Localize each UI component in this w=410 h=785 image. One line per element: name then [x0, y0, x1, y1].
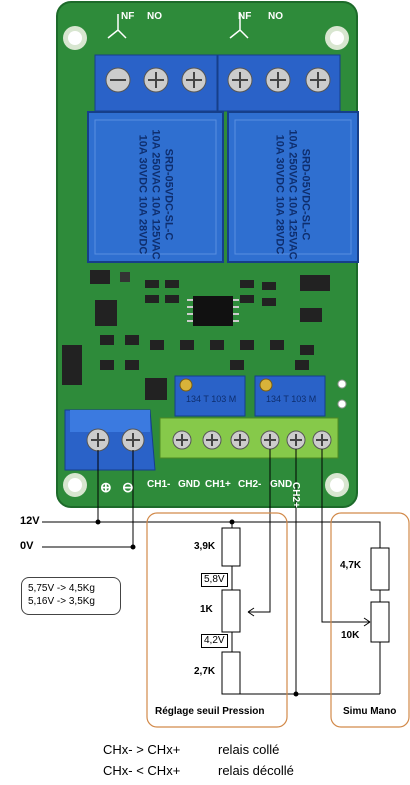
potentiometer-10k — [370, 601, 390, 643]
relay-2 — [227, 111, 359, 263]
legend-state-2: relais décollé — [218, 763, 294, 778]
mano-title: Simu Mano — [343, 706, 397, 717]
resistor-2k7 — [221, 651, 241, 695]
power-terminal — [64, 409, 156, 471]
mounting-hole — [63, 26, 87, 50]
pression-title: Réglage seuil Pression — [155, 706, 265, 717]
mounting-hole — [325, 26, 349, 50]
relay2-terminal-block — [217, 54, 341, 112]
resistor-4k7 — [370, 547, 390, 591]
relay1-marking: SRD-05VDC-SL-C 10A 250VAC 10A 125VAC 10A… — [136, 129, 175, 260]
wiring — [42, 449, 390, 697]
relay2-marking: SRD-05VDC-SL-C 10A 250VAC 10A 125VAC 10A… — [273, 129, 312, 260]
mounting-hole — [325, 473, 349, 497]
plus-mark: ⊕ — [100, 479, 112, 495]
label-v-5v8: 5,8V — [201, 573, 228, 587]
minus-mark: ⊖ — [122, 479, 134, 495]
legend-state-1: relais collé — [218, 742, 280, 757]
label-12v: 12V — [20, 515, 40, 527]
legend-expr-2: CHx- < CHx+ — [103, 763, 181, 778]
pin-ch1-minus: CH1- — [147, 479, 171, 490]
contact-label-no-2: NO — [268, 11, 283, 22]
pin-ch2-minus: CH2- — [238, 479, 262, 490]
mounting-hole — [63, 473, 87, 497]
label-pot-10k: 10K — [341, 630, 360, 641]
pression-group-box — [146, 512, 288, 728]
pin-gnd-2: GND — [270, 479, 293, 490]
contact-label-nf-2: NF — [238, 11, 252, 22]
potentiometer-1k — [221, 589, 241, 633]
comparator-ic — [187, 296, 239, 326]
smd-components — [62, 270, 330, 400]
trimmer-pot-2 — [254, 375, 326, 417]
mano-group-box — [330, 512, 410, 728]
contact-label-no-1: NO — [147, 11, 162, 22]
label-r-2k7: 2,7K — [194, 666, 216, 677]
resistor-3k9 — [221, 527, 241, 567]
label-pot-1k: 1K — [200, 604, 213, 615]
label-r-3k9: 3,9K — [194, 541, 216, 552]
label-r-4k7: 4,7K — [340, 560, 362, 571]
legend-expr-1: CHx- > CHx+ — [103, 742, 181, 757]
pin-ch1-plus: CH1+ — [205, 479, 231, 490]
pin-ch2-plus: CH2+ — [290, 482, 301, 508]
calibration-note: 5,75V -> 4,5Kg 5,16V -> 3,5Kg — [21, 577, 121, 615]
pin-gnd-1: GND — [178, 479, 201, 490]
trimmer-pot-1 — [174, 375, 246, 417]
label-0v: 0V — [20, 540, 34, 552]
pot2-code: 134 T 103 M — [266, 394, 317, 404]
pot1-code: 134 T 103 M — [186, 394, 237, 404]
contact-label-nf-1: NF — [121, 11, 135, 22]
label-v-4v2: 4,2V — [201, 634, 228, 648]
relay1-terminal-block — [94, 54, 218, 112]
relay-1 — [87, 111, 224, 263]
signal-terminal — [159, 417, 339, 459]
